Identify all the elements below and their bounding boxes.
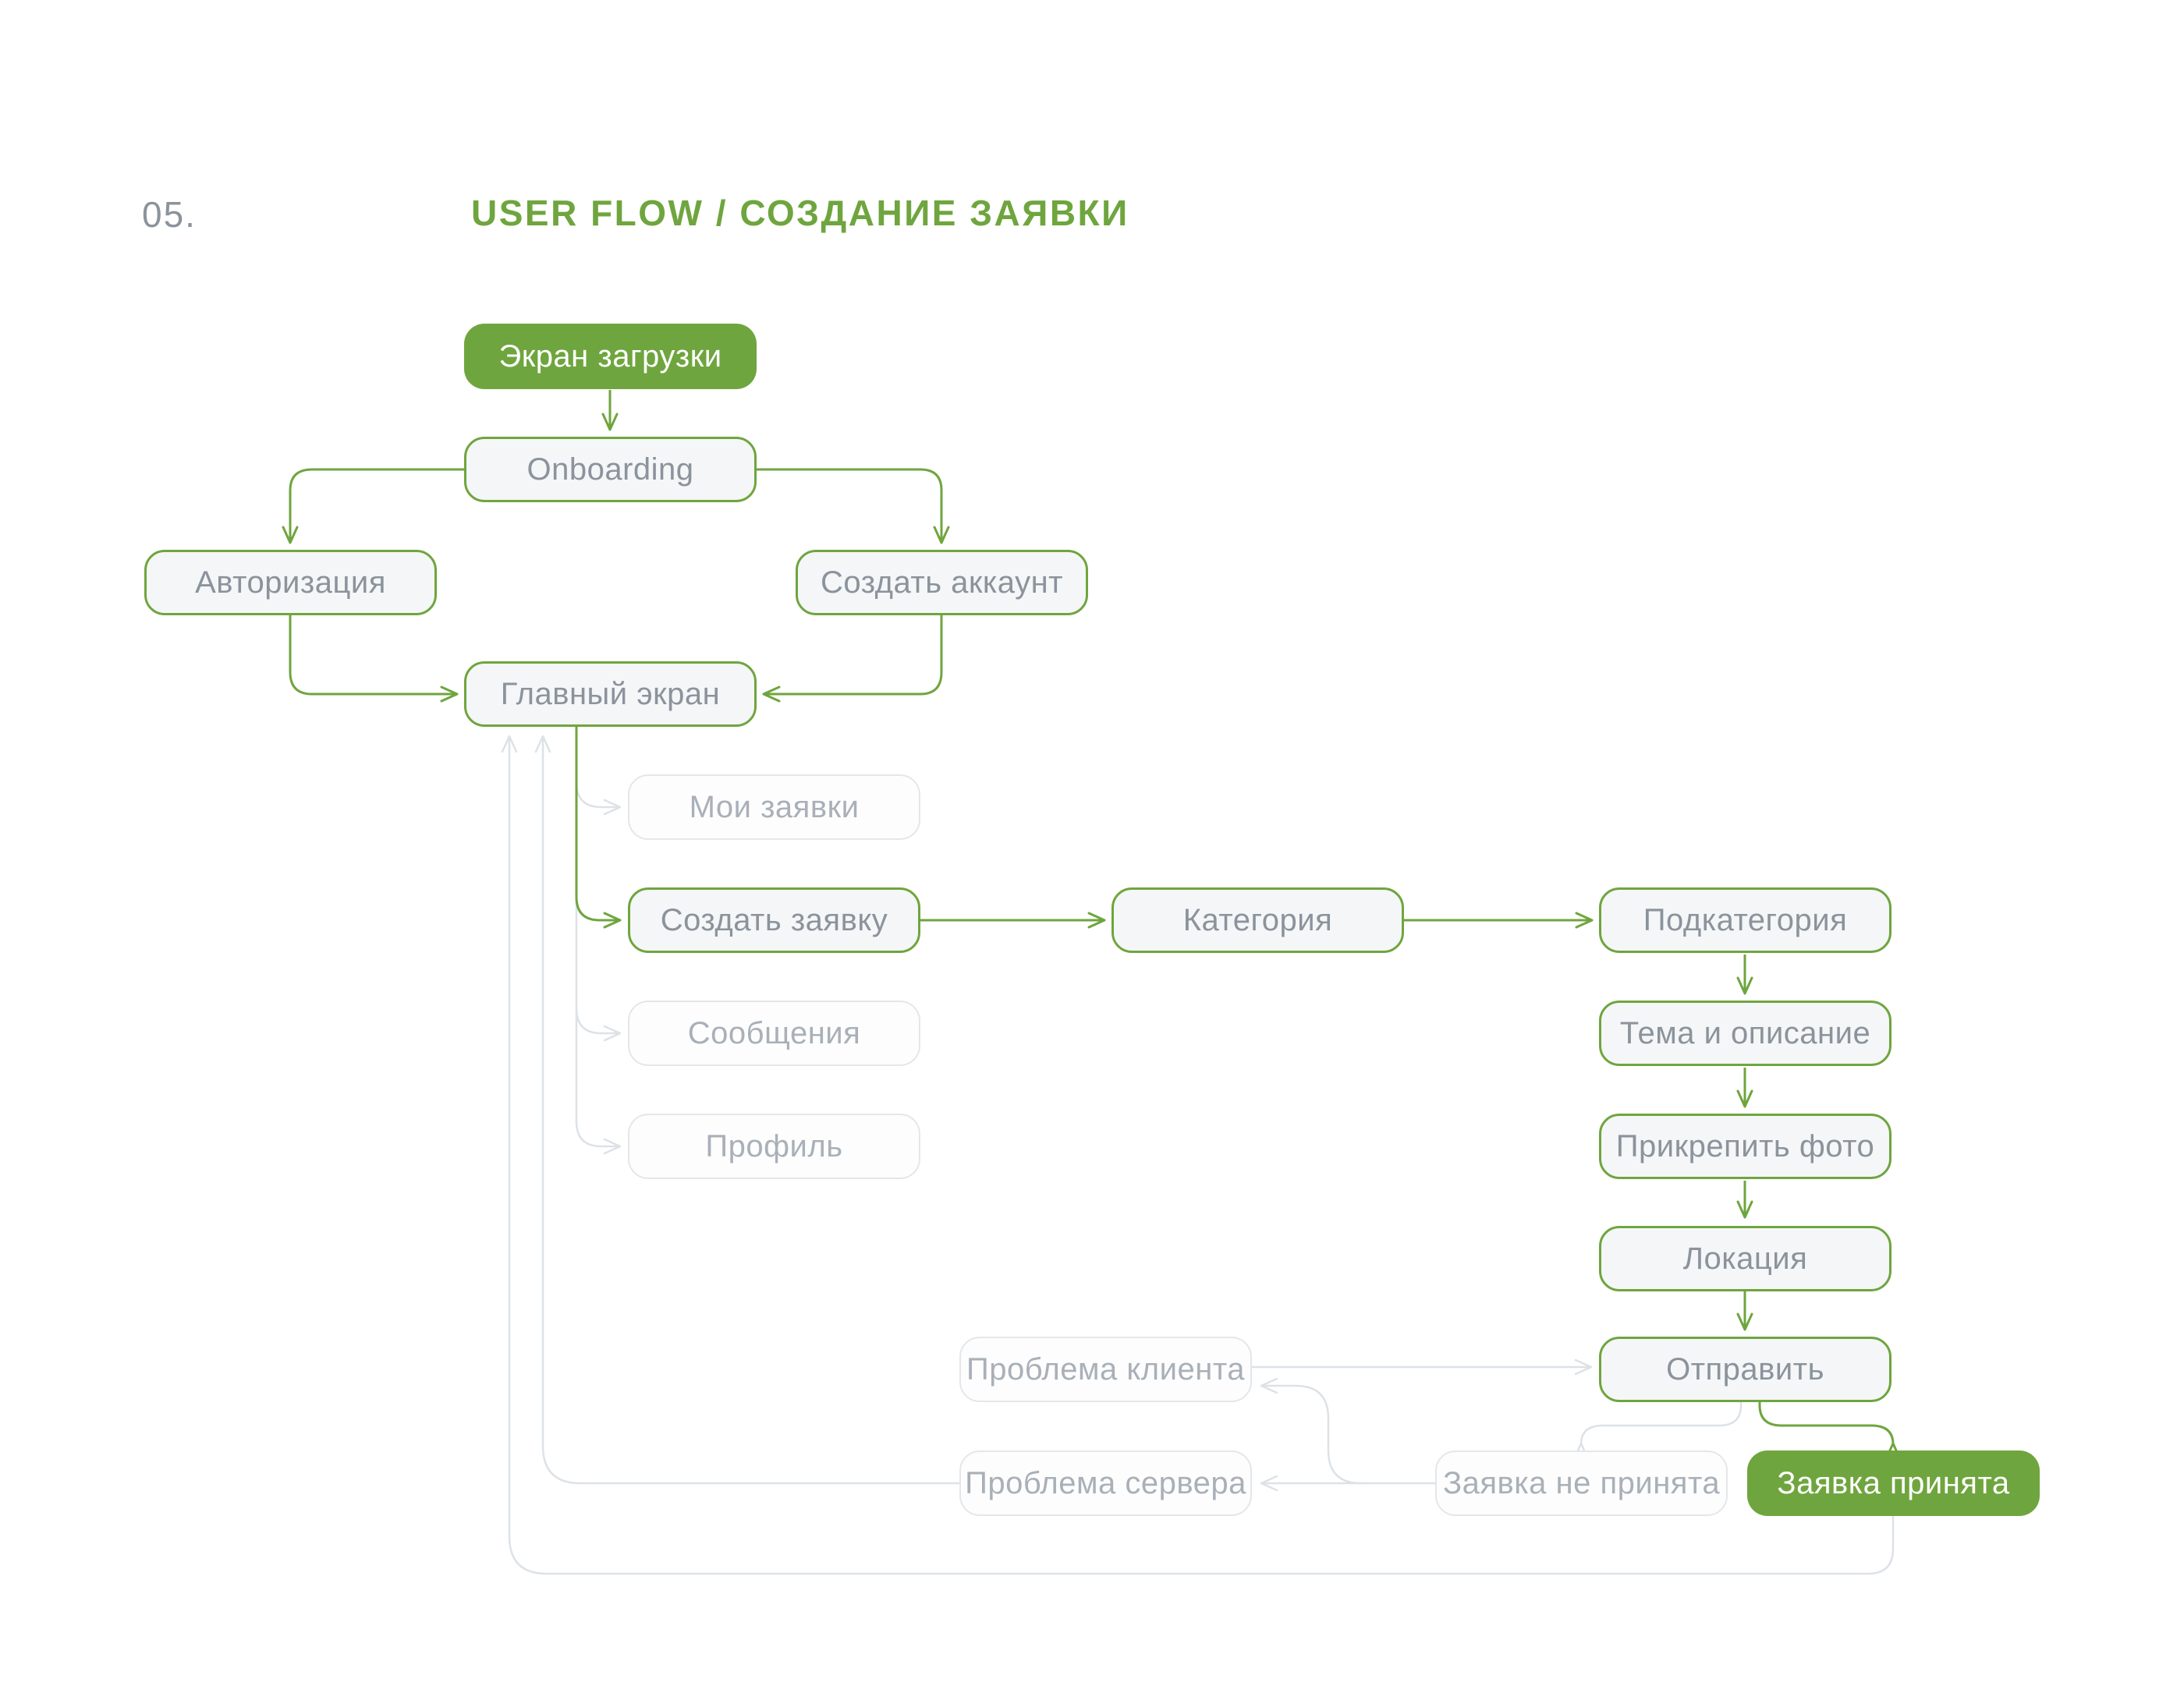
node-send: Отправить: [1599, 1337, 1892, 1402]
node-topic-description: Тема и описание: [1599, 1001, 1892, 1066]
connector-mainscreen-to-messages: [575, 1008, 622, 1042]
connector-mainscreen-to-profile: [575, 1121, 622, 1155]
connector-send-to-rejected: [1572, 1402, 1743, 1461]
node-authorization: Авторизация: [144, 550, 437, 615]
connector-serverproblem-to-mainscreen: [534, 735, 959, 1485]
node-my-requests: Мои заявки: [628, 774, 920, 840]
connector-accepted-to-mainscreen: [501, 735, 1895, 1575]
connector-rejected-to-clientproblem: [1260, 1377, 1362, 1485]
node-subcategory: Подкатегория: [1599, 887, 1892, 953]
node-client-problem: Проблема клиента: [959, 1337, 1252, 1402]
connector-mainscreen-to-myrequests: [575, 781, 622, 816]
page-title: USER FLOW / СОЗДАНИЕ ЗАЯВКИ: [471, 193, 1129, 233]
node-request-rejected: Заявка не принята: [1435, 1450, 1728, 1516]
node-create-account: Создать аккаунт: [796, 550, 1088, 615]
connector-mainscreen-to-createrequest: [575, 727, 622, 929]
node-category: Категория: [1112, 887, 1404, 953]
node-attach-photo: Прикрепить фото: [1599, 1114, 1892, 1179]
connector-onboarding-to-authorization: [282, 468, 464, 544]
connector-onboarding-to-createaccount: [757, 468, 950, 544]
node-onboarding: Onboarding: [464, 437, 757, 502]
node-loading-screen: Экран загрузки: [464, 324, 757, 389]
node-request-accepted: Заявка принята: [1747, 1450, 2040, 1516]
node-server-problem: Проблема сервера: [959, 1450, 1252, 1516]
node-messages: Сообщения: [628, 1001, 920, 1066]
connector-authorization-to-mainscreen: [289, 615, 459, 703]
node-location: Локация: [1599, 1226, 1892, 1291]
node-profile: Профиль: [628, 1114, 920, 1179]
connector-send-to-accepted: [1758, 1402, 1902, 1461]
connector-createaccount-to-mainscreen: [762, 615, 943, 703]
page-index: 05.: [142, 194, 197, 235]
node-create-request: Создать заявку: [628, 887, 920, 953]
node-main-screen: Главный экран: [464, 661, 757, 727]
